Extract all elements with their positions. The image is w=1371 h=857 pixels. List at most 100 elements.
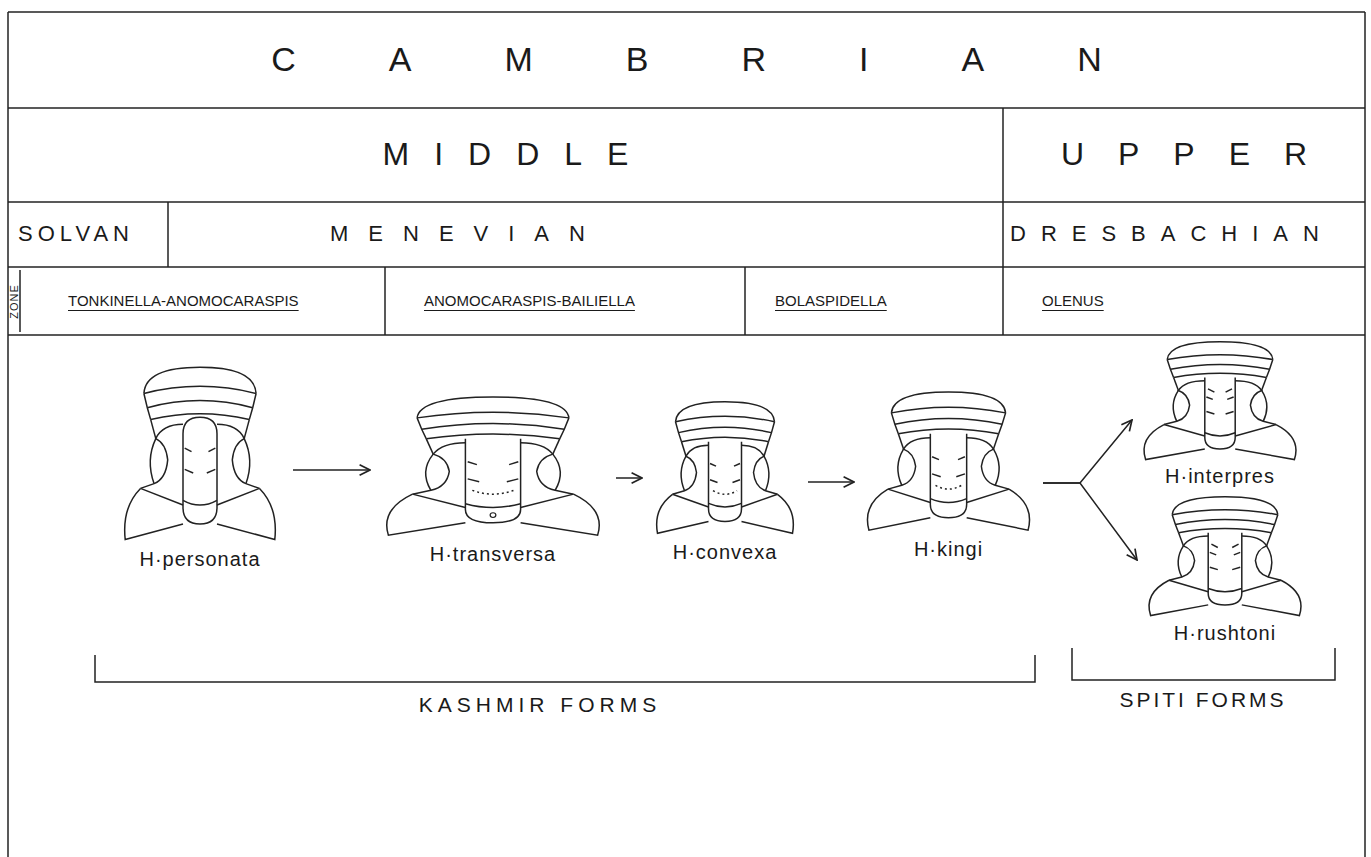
glabellar-furrow: [1211, 544, 1217, 547]
right-half: [507, 439, 599, 535]
trilobite-drawing: [650, 400, 800, 536]
fixed-cheek: [967, 438, 1009, 489]
facial-suture: [1267, 533, 1272, 546]
palpebral-lobe: [150, 439, 156, 484]
glabellar-furrow: [1234, 552, 1240, 554]
period-name: SOLVAN: [18, 222, 134, 246]
fixed-cheek: [1164, 381, 1205, 425]
glabella: [709, 442, 742, 522]
fixed-cheek: [1242, 536, 1281, 580]
species-name: H·personata: [139, 543, 260, 575]
palpebral-lobe: [681, 456, 686, 490]
anterior-border: [891, 392, 1005, 413]
facial-suture: [244, 420, 249, 439]
table-rule: [8, 266, 1365, 268]
zone-name: OLENUS: [1042, 293, 1104, 310]
glabellar-furrow: [733, 480, 741, 483]
anterior-border: [1175, 520, 1274, 525]
glabella: [1208, 533, 1242, 605]
zone-name: BOLASPIDELLA: [775, 293, 887, 310]
posterior-limb: [1149, 580, 1208, 615]
left-half: [657, 442, 718, 534]
evolution-arrow: [616, 477, 642, 479]
stratigraphic-cell: CAMBRIAN: [8, 12, 1365, 108]
evolution-arrow: [808, 481, 854, 483]
anterior-border: [895, 419, 1002, 425]
fixed-cheek: [1169, 536, 1208, 580]
glabellar-furrow: [956, 474, 965, 477]
species-node: H·kingi: [862, 390, 1035, 565]
anterior-border: [676, 402, 775, 422]
occipital-furrow: [465, 504, 520, 508]
stratigraphic-cell: TONKINELLA-ANOMOCARASPIS: [20, 267, 385, 335]
glabellar-furrow: [472, 490, 513, 494]
fixed-cheek: [521, 443, 574, 494]
anterior-border: [426, 434, 559, 439]
glabella: [465, 439, 520, 523]
period-name: MIDDLE: [383, 137, 654, 172]
left-half: [1144, 377, 1214, 459]
trilobite-drawing: [1140, 340, 1300, 462]
posterior-furrow: [1164, 425, 1205, 436]
trilobite-drawing: [378, 395, 608, 538]
glabellar-furrow: [1210, 567, 1218, 569]
group-label: SPITI FORMS: [1119, 689, 1286, 710]
species-node: H·transversa: [378, 395, 608, 570]
right-half: [956, 434, 1029, 530]
palpebral-lobe: [898, 449, 904, 485]
table-rule: [8, 107, 1365, 109]
occipital-furrow: [1208, 588, 1242, 591]
fixed-cheek: [888, 438, 930, 489]
stratigraphic-cell: OLENUS: [1003, 267, 1365, 335]
anterior-border: [249, 393, 256, 419]
posterior-furrow: [141, 488, 184, 505]
anterior-border: [1167, 355, 1273, 360]
posterior-limb: [967, 489, 1030, 530]
posterior-limb: [521, 494, 600, 535]
glabellar-furrow: [1208, 389, 1214, 392]
glabellar-furrow: [1226, 412, 1234, 414]
anterior-border: [147, 401, 252, 408]
table-rule: [8, 334, 1365, 336]
stratigraphic-cell: BOLASPIDELLA: [745, 267, 1003, 335]
anterior-border: [676, 422, 682, 442]
right-half: [733, 442, 794, 534]
fixed-cheek: [217, 424, 260, 488]
anterior-border: [891, 413, 898, 434]
evolution-arrow: [293, 469, 370, 471]
anterior-border: [891, 407, 1005, 413]
palpebral-lobe: [1267, 546, 1272, 577]
glabellar-furrow: [207, 469, 216, 473]
anterior-border: [560, 418, 569, 439]
left-half: [867, 434, 940, 530]
stratigraphic-cell: ANOMOCARASPIS-BAILIELLA: [385, 267, 745, 335]
stratigraphic-cell: MENEVIAN: [168, 202, 1003, 267]
table-rule: [8, 11, 1365, 13]
glabellar-furrow: [509, 462, 518, 465]
facial-suture: [1179, 533, 1184, 546]
posterior-limb: [742, 494, 794, 533]
species-name: H·rushtoni: [1174, 618, 1276, 648]
table-rule: [744, 267, 746, 335]
anterior-border: [1179, 529, 1272, 533]
glabellar-furrow: [468, 479, 480, 482]
palpebral-lobe: [1262, 390, 1267, 421]
anterior-border: [1170, 364, 1269, 369]
glabellar-furrow: [468, 462, 477, 465]
posterior-limb: [125, 488, 183, 539]
glabella: [1205, 377, 1235, 449]
group-bracket: [95, 655, 1035, 682]
table-rule: [1002, 108, 1004, 335]
zone-name: TONKINELLA-ANOMOCARASPIS: [68, 293, 299, 310]
anterior-border: [682, 437, 769, 442]
anterior-border: [999, 413, 1006, 434]
glabellar-furrow: [209, 448, 216, 452]
glabellar-furrow: [1206, 412, 1214, 414]
facial-suture: [1262, 377, 1267, 390]
fixed-cheek: [1235, 381, 1276, 425]
palpebral-lobe: [993, 449, 999, 485]
fixed-cheek: [742, 445, 778, 494]
stratigraphic-cell: UPPER: [1003, 108, 1365, 202]
posterior-limb: [657, 494, 709, 533]
